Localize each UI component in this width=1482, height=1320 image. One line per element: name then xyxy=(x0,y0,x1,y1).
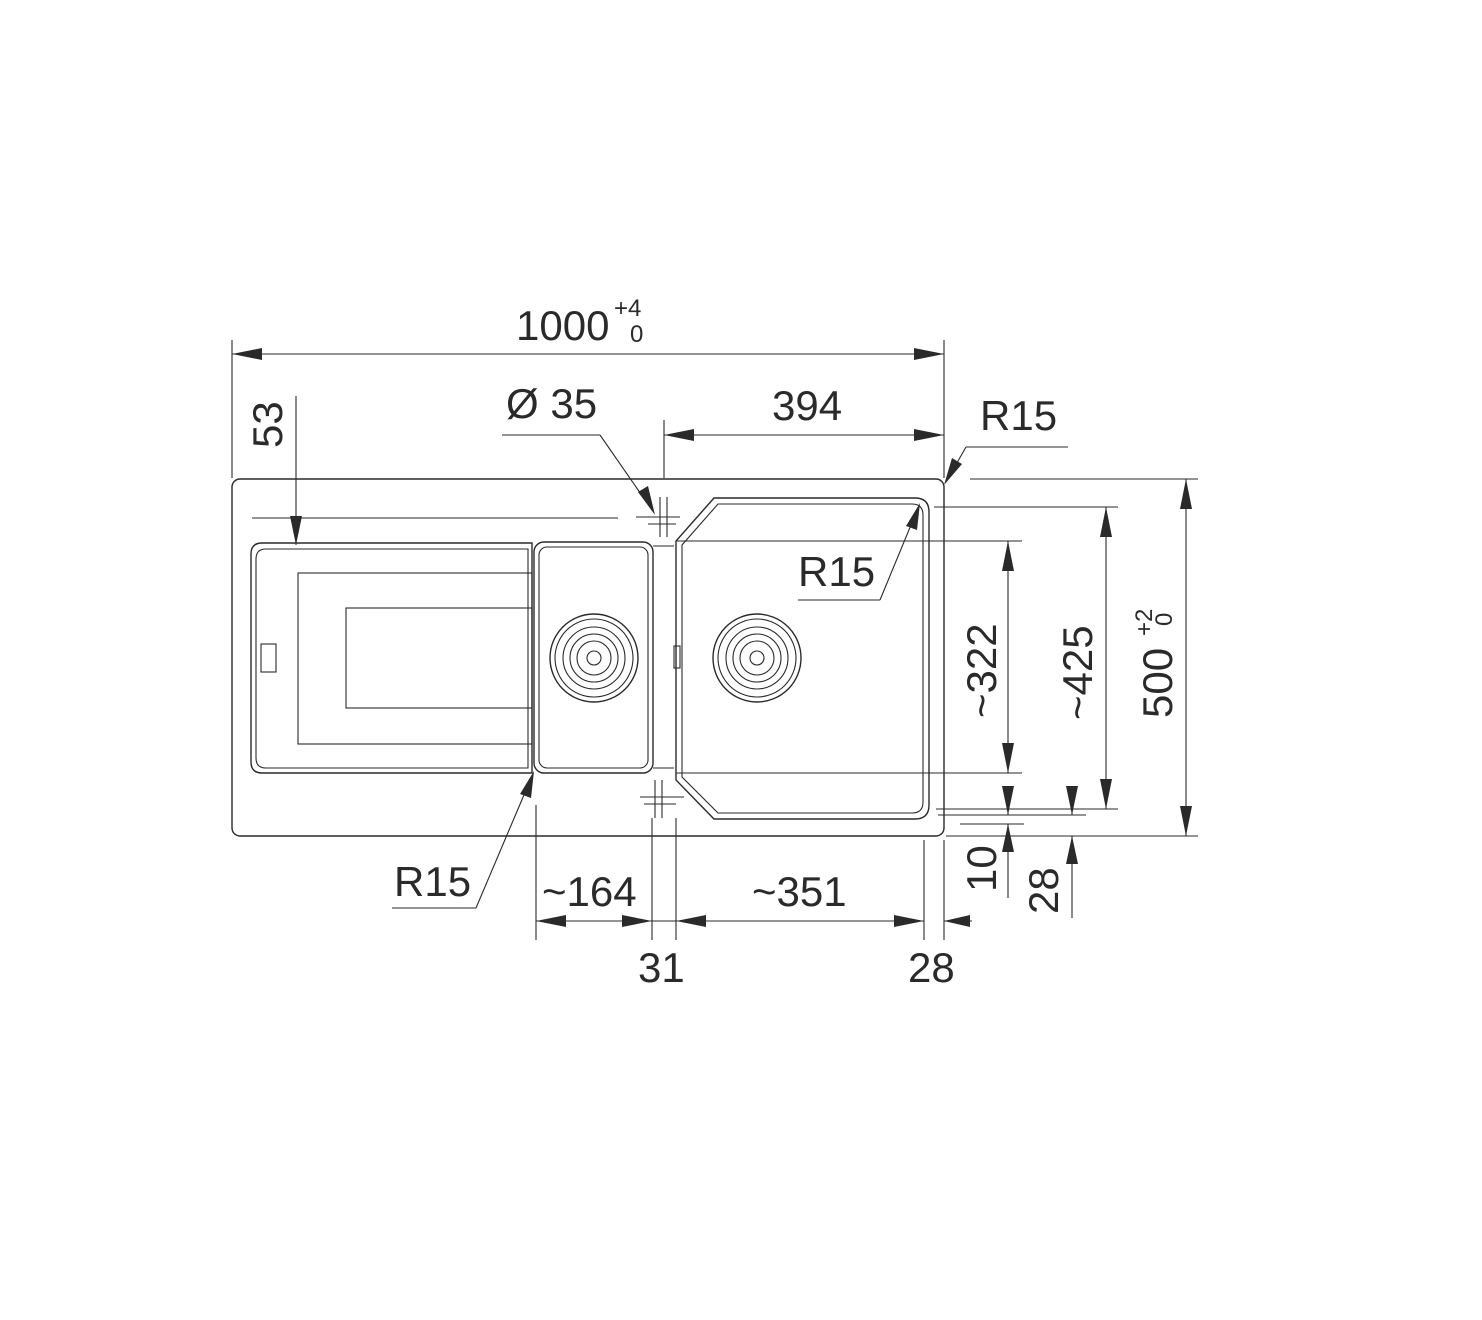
sink-outline xyxy=(231,478,945,837)
bowl-radius-label: R15 xyxy=(798,548,875,595)
tap-hole-marker-top xyxy=(636,497,680,537)
main-bowl-waste xyxy=(712,613,802,703)
dimension-lines xyxy=(232,348,1192,927)
overall-depth-tol-upper: +2 xyxy=(1131,609,1158,636)
leader-lines xyxy=(392,434,1068,909)
overall-depth-tol-lower: 0 xyxy=(1151,613,1178,626)
small-bowl-width-label: ~164 xyxy=(542,868,637,915)
tap-hole-label: Ø 35 xyxy=(506,380,597,427)
bowl-width-top-label: 394 xyxy=(772,382,842,429)
outer-radius-label: R15 xyxy=(980,392,1057,439)
divider-width-label: 31 xyxy=(638,944,685,991)
bottom-rim-b-label: 28 xyxy=(1020,867,1067,914)
extension-lines xyxy=(231,340,1198,940)
overall-width-label: 1000 xyxy=(516,302,609,349)
overall-depth-label: 500 xyxy=(1134,648,1181,718)
bowl-depth-outer-label: ~425 xyxy=(1054,625,1101,720)
tap-hole-marker-bottom xyxy=(640,780,684,818)
dimension-labels: 1000 +4 0 Ø 35 394 R15 R15 R15 53 ~322 ~… xyxy=(244,295,1181,991)
overall-width-tol-lower: 0 xyxy=(630,321,643,348)
bottom-rim-a-label: 10 xyxy=(958,845,1005,892)
small-bowl-radius-label: R15 xyxy=(394,858,471,905)
bowl-depth-inner-label: ~322 xyxy=(958,623,1005,718)
overall-width-tol-upper: +4 xyxy=(614,295,641,322)
right-rim-label: 28 xyxy=(908,944,955,991)
main-bowl-width-label: ~351 xyxy=(752,868,847,915)
rim-offset-label: 53 xyxy=(244,401,291,448)
small-bowl-waste xyxy=(549,613,639,703)
